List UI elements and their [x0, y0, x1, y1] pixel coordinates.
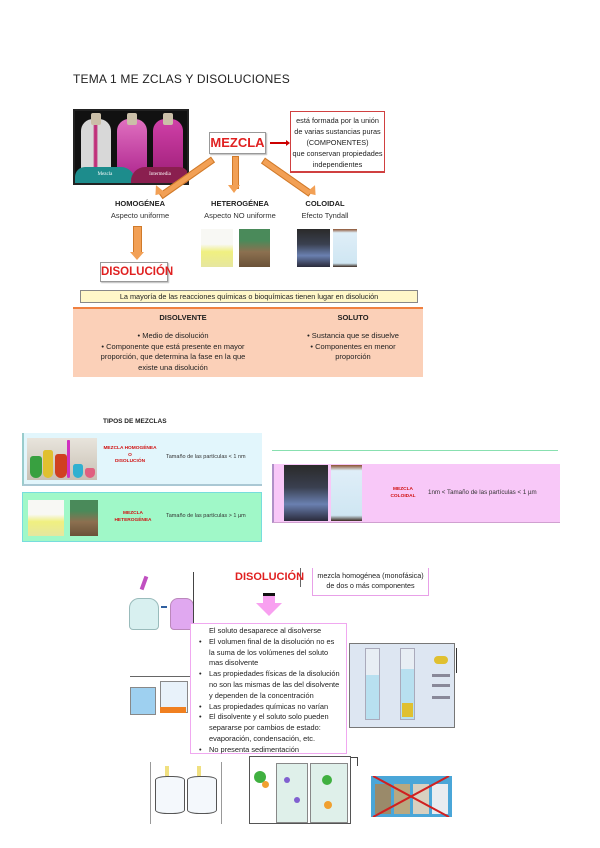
property-item: El soluto desaparece al disolverse	[209, 626, 322, 635]
disolucion-box: DISOLUCIÓN	[100, 262, 173, 282]
solution-flasks-image	[125, 572, 194, 632]
tipo-heterogenea-size: Tamaño de las partículas > 1 µm	[166, 513, 246, 519]
lab-flasks-image	[27, 438, 97, 480]
disolvente-point: proporción, que determina la fase en la …	[100, 352, 246, 361]
tipos-title: TIPOS DE MEZCLAS	[103, 418, 167, 425]
category-coloidal-subtitle: Efecto Tyndall	[301, 211, 349, 220]
category-homogenea-subtitle: Aspecto uniforme	[110, 211, 170, 220]
definition-line: de varias sustancias puras	[294, 127, 381, 136]
mezcla-box: MEZCLA	[209, 132, 266, 154]
heterogeneous-glass-image	[28, 500, 64, 536]
property-item: Las propiedades físicas de la disolución…	[199, 669, 342, 701]
category-heterogenea-subtitle: Aspecto NO uniforme	[204, 211, 276, 220]
disolucion-heading-box: DISOLUCIÓN	[235, 568, 304, 587]
soluto-point: • Sustancia que se disuelve	[307, 331, 399, 340]
arrow-down-icon	[263, 593, 275, 606]
boiling-image	[130, 676, 190, 715]
mezcla-definition-box: está formada por la unión de varias sust…	[290, 111, 385, 173]
category-heterogenea-title: HETEROGÉNEA	[211, 199, 269, 208]
disolvente-point: • Componente que está presente en mayor	[101, 341, 245, 351]
bottles-image: Mezcla Intermedia	[73, 109, 189, 185]
definition-line: (COMPONENTES)	[306, 138, 369, 147]
sedimentation-crossed-image	[371, 776, 452, 817]
tipo-coloidal-label: MEZCLA COLOIDAL	[383, 487, 423, 500]
definition-line: que conservan propiedades	[292, 149, 383, 158]
category-homogenea-title: HOMOGÉNEA	[114, 199, 165, 208]
property-item: El disolvente y el soluto solo pueden se…	[199, 712, 342, 744]
soluto-points: • Sustancia que se disuelve • Componente…	[283, 331, 423, 363]
heterogeneous-jar-image	[239, 229, 270, 267]
soluto-point: • Componentes en menor	[310, 341, 396, 351]
property-item: No presenta sedimentación	[199, 745, 342, 756]
label-line: O	[128, 452, 132, 458]
arrow-down-icon	[133, 226, 142, 254]
reactions-banner: La mayoría de las reacciones químicas o …	[80, 290, 418, 303]
disolvente-point: • Medio de disolución	[137, 331, 209, 340]
definition-line: está formada por la unión	[296, 116, 379, 125]
disolvente-point: existe una disolución	[138, 362, 208, 372]
properties-list: El soluto desaparece al disolverse El vol…	[199, 626, 342, 756]
definition-line: de dos o más componentes	[326, 581, 415, 590]
property-item: El volumen final de la disolución no es …	[199, 637, 342, 669]
tipo-homogenea-label: MEZCLA HOMOGÉNEA O DISOLUCIÓN	[100, 446, 160, 466]
arrow-right-icon	[270, 140, 290, 145]
label-line: MEZCLA HOMOGÉNEA	[103, 446, 157, 451]
intermedia-image-label: Intermedia	[131, 167, 187, 183]
milk-glass-image	[331, 465, 362, 521]
colloid-jar-image	[284, 465, 328, 521]
disolucion-definition-box: mezcla homogénea (monofásica) de dos o m…	[312, 568, 429, 596]
label-line: MEZCLA	[393, 487, 413, 492]
disolvente-soluto-panel: DISOLVENTE SOLUTO • Medio de disolución …	[73, 307, 423, 377]
label-line: COLOIDAL	[390, 493, 416, 499]
property-item: Las propiedades químicas no varían	[199, 702, 342, 713]
evaporation-image	[150, 762, 222, 824]
tipo-coloidal-size: 1nm < Tamaño de las partículas < 1 µm	[428, 489, 537, 496]
mezcla-image-label: Mezcla	[75, 167, 135, 183]
arrowhead-icon	[228, 185, 240, 193]
tipo-heterogenea-label: MEZCLA HETEROGÉNEA	[108, 511, 158, 524]
colloid-jar-image	[297, 229, 330, 267]
divider	[456, 648, 457, 673]
disolucion-properties-box: El soluto desaparece al disolverse El vol…	[190, 623, 347, 756]
divider	[272, 450, 558, 451]
label-line: MEZCLA	[123, 511, 143, 516]
disolvente-points: • Medio de disolución • Componente que e…	[73, 331, 273, 373]
soluto-heading: SOLUTO	[337, 313, 369, 322]
definition-line: independientes	[312, 160, 363, 169]
heterogeneous-glass-image	[201, 229, 233, 267]
molecules-image	[249, 756, 351, 824]
cross-icon	[372, 776, 450, 817]
category-coloidal-title: COLOIDAL	[305, 199, 345, 208]
label-line: HETEROGÉNEA	[114, 517, 152, 523]
arrowhead-icon	[256, 603, 282, 616]
heterogeneous-jar-image	[70, 500, 98, 536]
graduated-cylinders-image	[349, 643, 455, 728]
arrowhead-icon	[130, 252, 144, 260]
tipo-homogenea-size: Tamaño de las partículas < 1 nm	[166, 454, 246, 460]
milk-glass-image	[333, 229, 357, 267]
page-title: TEMA 1 ME ZCLAS Y DISOLUCIONES	[73, 72, 290, 86]
definition-line: mezcla homogénea (monofásica)	[317, 571, 424, 580]
soluto-point: proporción	[335, 352, 371, 361]
disolvente-heading: DISOLVENTE	[159, 313, 207, 322]
label-line: DISOLUCIÓN	[114, 459, 146, 464]
